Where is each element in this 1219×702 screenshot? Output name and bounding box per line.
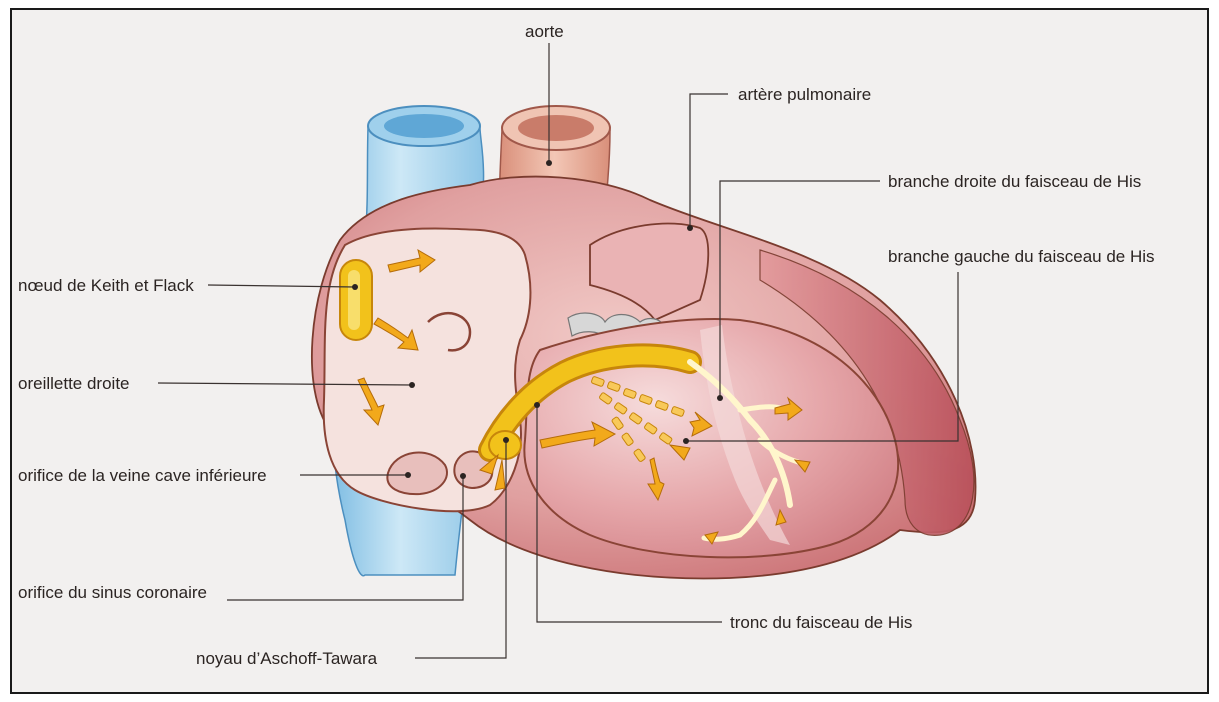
label-orifice-veine-cave: orifice de la veine cave inférieure <box>18 466 267 485</box>
label-branche-droite: branche droite du faisceau de His <box>888 172 1141 191</box>
label-noeud-keith-flack: nœud de Keith et Flack <box>18 276 194 295</box>
label-noyau-aschoff-tawara: noyau d’Aschoff-Tawara <box>196 649 378 668</box>
leader-artere-pulmonaire <box>690 94 728 228</box>
label-artere-pulmonaire: artère pulmonaire <box>738 85 871 104</box>
label-aorte: aorte <box>525 22 564 41</box>
label-oreillette-droite: oreillette droite <box>18 374 130 393</box>
label-orifice-sinus-coronaire: orifice du sinus coronaire <box>18 583 207 602</box>
sinoatrial-node <box>340 260 372 340</box>
label-tronc-faisceau-his: tronc du faisceau de His <box>730 613 912 632</box>
label-branche-gauche: branche gauche du faisceau de His <box>888 247 1155 266</box>
